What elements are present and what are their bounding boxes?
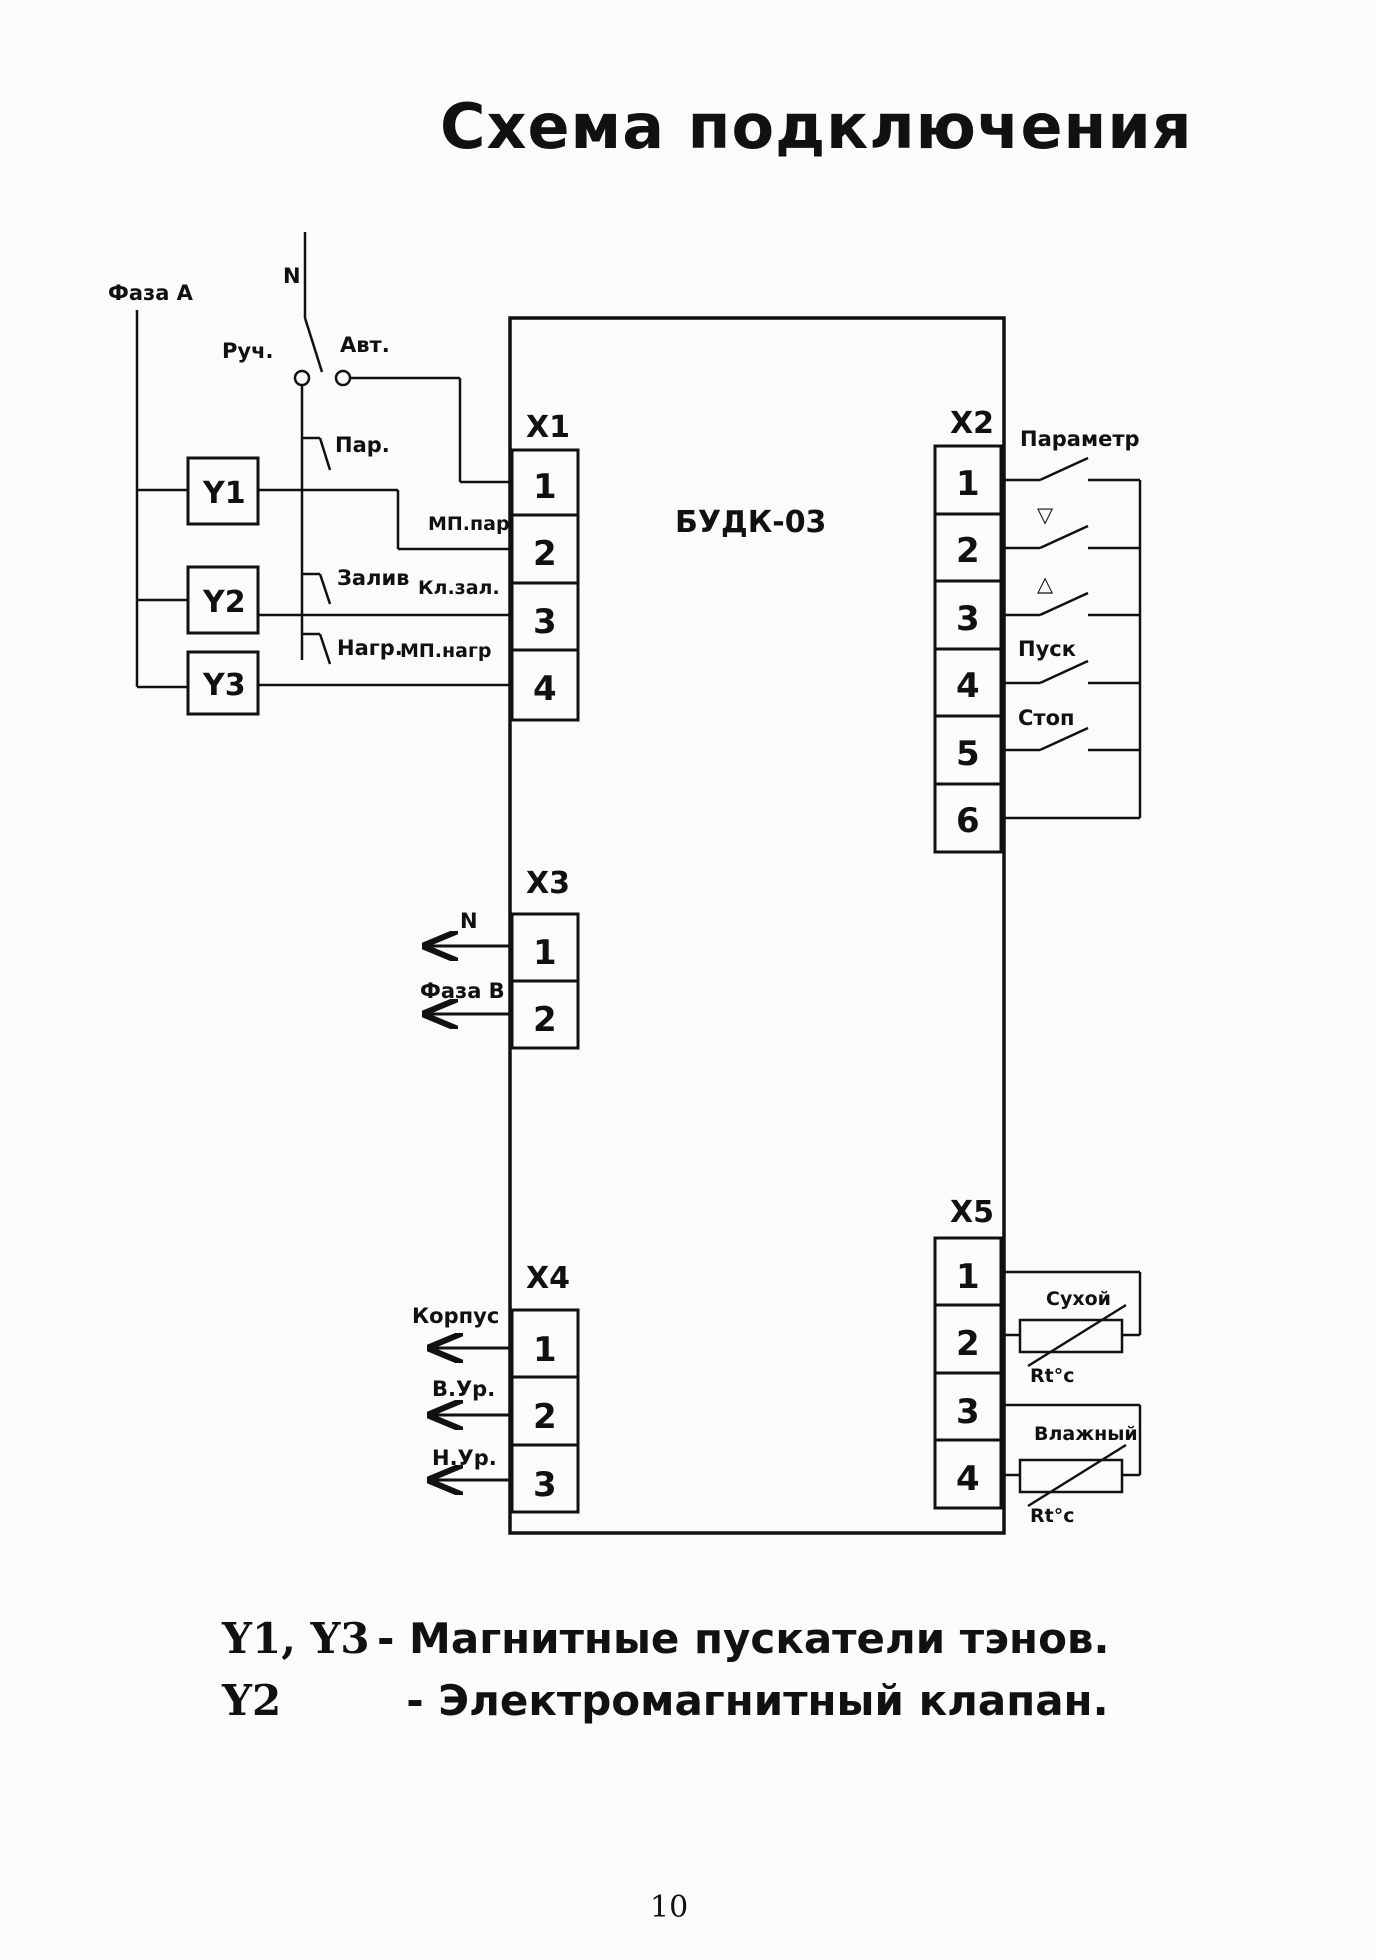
x2-pin: 5 bbox=[956, 734, 980, 774]
fill-contact-label: Залив bbox=[337, 566, 409, 590]
legend-key: Y1, Y3 bbox=[222, 1614, 370, 1663]
x5-pin: 3 bbox=[956, 1392, 980, 1432]
x5-label: X5 bbox=[950, 1195, 994, 1230]
button-start-label: Пуск bbox=[1018, 637, 1076, 661]
x2-pin: 2 bbox=[956, 531, 980, 571]
x1-wire-label: МП.пар bbox=[428, 513, 510, 535]
x4-label: X4 bbox=[526, 1261, 570, 1296]
neutral-label: N bbox=[283, 264, 301, 288]
x1-pin: 2 bbox=[533, 534, 557, 574]
load-y2 bbox=[186, 565, 260, 635]
heat-contact-label: Нагр. bbox=[337, 636, 403, 660]
x4-terminal-block bbox=[430, 1308, 580, 1514]
rt-symbol: Rt°c bbox=[1030, 1365, 1074, 1387]
x2-pin: 3 bbox=[956, 599, 980, 639]
x3-wire-label: N bbox=[460, 909, 478, 933]
legend-row: Y2 - Электромагнитный клапан. bbox=[222, 1670, 1109, 1732]
x3-wire-label: Фаза В bbox=[420, 979, 505, 1003]
legend: Y1, Y3 - Магнитные пускатели тэнов. Y2 -… bbox=[222, 1608, 1109, 1732]
x5-pin: 4 bbox=[956, 1459, 980, 1499]
x5-pin: 1 bbox=[956, 1257, 980, 1297]
button-stop-label: Стоп bbox=[1018, 706, 1075, 730]
x3-pin: 2 bbox=[533, 1000, 557, 1040]
x1-pin: 1 bbox=[533, 467, 557, 507]
phase-a-bus bbox=[135, 310, 188, 689]
x3-pin: 1 bbox=[533, 933, 557, 973]
load-y1-label: Y1 bbox=[202, 476, 246, 511]
x4-wire-label: В.Ур. bbox=[432, 1377, 495, 1401]
x4-pin: 3 bbox=[533, 1465, 557, 1505]
legend-row: Y1, Y3 - Магнитные пускатели тэнов. bbox=[222, 1608, 1109, 1670]
device-block bbox=[508, 316, 1006, 1535]
x2-terminal-block bbox=[933, 444, 1003, 854]
device-name: БУДК-03 bbox=[675, 505, 826, 540]
load-y2-label: Y2 bbox=[202, 585, 246, 620]
x1-wiring bbox=[258, 488, 512, 687]
x1-pin: 3 bbox=[533, 602, 557, 642]
x3-label: X3 bbox=[526, 866, 570, 901]
x4-pin: 2 bbox=[533, 1397, 557, 1437]
x4-wire-label: Корпус bbox=[412, 1304, 499, 1328]
x2-pin: 6 bbox=[956, 801, 980, 841]
legend-desc: - Электромагнитный клапан. bbox=[377, 1676, 1109, 1725]
auto-label: Авт. bbox=[340, 333, 390, 357]
page-number: 10 bbox=[650, 1890, 689, 1925]
manual-label: Руч. bbox=[222, 339, 273, 363]
button-up-label: △ bbox=[1037, 572, 1054, 596]
wet-sensor-symbol bbox=[1001, 1403, 1142, 1508]
x1-pin: 4 bbox=[533, 669, 557, 709]
x5-pin: 2 bbox=[956, 1324, 980, 1364]
load-y3 bbox=[186, 650, 260, 716]
x1-wire-label: Кл.зал. bbox=[418, 577, 500, 599]
sensor-wet-label: Влажный bbox=[1034, 1423, 1138, 1445]
x1-terminal-block bbox=[510, 448, 580, 722]
x2-pin: 4 bbox=[956, 666, 980, 706]
load-y3-label: Y3 bbox=[202, 668, 246, 703]
button-parameter-label: Параметр bbox=[1020, 427, 1140, 451]
button-down-label: ▽ bbox=[1037, 503, 1054, 527]
dry-sensor-symbol bbox=[1001, 1270, 1142, 1368]
x1-label: X1 bbox=[526, 410, 570, 445]
x2-pin: 1 bbox=[956, 464, 980, 504]
page-title: Схема подключения bbox=[440, 90, 1193, 163]
x5-terminal-block bbox=[933, 1236, 1003, 1510]
x2-label: X2 bbox=[950, 406, 994, 441]
legend-key: Y2 bbox=[222, 1676, 282, 1725]
x4-pin: 1 bbox=[533, 1330, 557, 1370]
manual-contacts bbox=[302, 436, 332, 665]
legend-desc: - Магнитные пускатели тэнов. bbox=[377, 1614, 1110, 1663]
x3-terminal-block bbox=[425, 912, 580, 1050]
x4-wire-label: Н.Ур. bbox=[432, 1446, 497, 1470]
steam-contact-label: Пар. bbox=[335, 433, 390, 457]
rt-symbol: Rt°c bbox=[1030, 1505, 1074, 1527]
x1-wire-label: МП.нагр bbox=[400, 640, 492, 662]
phase-a-label: Фаза А bbox=[108, 281, 194, 305]
x2-button-wiring bbox=[1001, 456, 1142, 820]
sensor-dry-label: Сухой bbox=[1046, 1288, 1111, 1310]
